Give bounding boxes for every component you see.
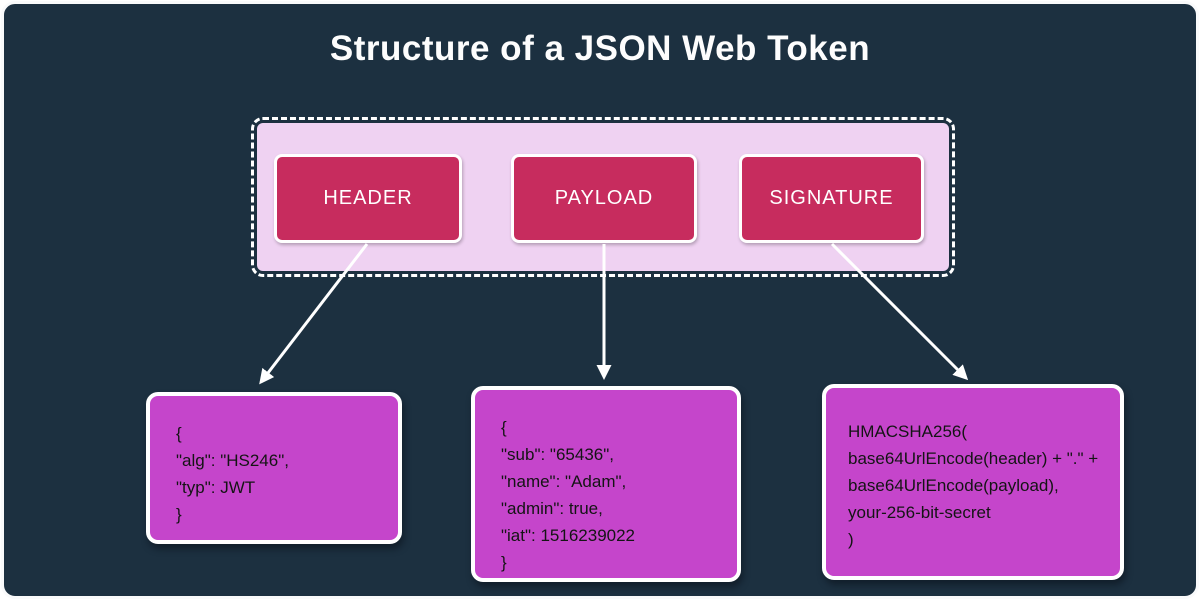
signature-part-label: SIGNATURE <box>769 187 894 209</box>
header-part-label: HEADER <box>323 187 413 209</box>
code-line: HMACSHA256( <box>848 422 968 441</box>
header-part-box: HEADER <box>274 154 462 243</box>
code-line: ) <box>848 530 854 549</box>
code-line: your-256-bit-secret <box>848 503 991 522</box>
code-line: "name": "Adam", <box>501 472 627 491</box>
code-line: "typ": JWT <box>176 478 256 497</box>
signature-code-box: HMACSHA256( base64UrlEncode(header) + ".… <box>822 384 1124 580</box>
payload-part-box: PAYLOAD <box>511 154 697 243</box>
signature-part-box: SIGNATURE <box>739 154 924 243</box>
code-line: base64UrlEncode(payload), <box>848 476 1059 495</box>
code-line: base64UrlEncode(header) + "." + <box>848 449 1099 468</box>
code-line: "iat": 1516239022 <box>501 526 636 545</box>
payload-part-label: PAYLOAD <box>554 187 654 209</box>
jwt-parts-container: HEADER PAYLOAD SIGNATURE <box>251 117 955 277</box>
code-line: "alg": "HS246", <box>176 451 289 470</box>
code-line: "sub": "65436", <box>501 445 614 464</box>
code-line: } <box>176 505 182 524</box>
code-line: { <box>176 424 182 443</box>
code-line: { <box>501 418 507 437</box>
code-line: "admin": true, <box>501 499 603 518</box>
diagram-title: Structure of a JSON Web Token <box>329 29 871 68</box>
payload-json-box: { "sub": "65436", "name": "Adam", "admin… <box>471 386 741 582</box>
header-json-box: { "alg": "HS246", "typ": JWT } <box>146 392 402 544</box>
code-line: } <box>501 553 507 572</box>
